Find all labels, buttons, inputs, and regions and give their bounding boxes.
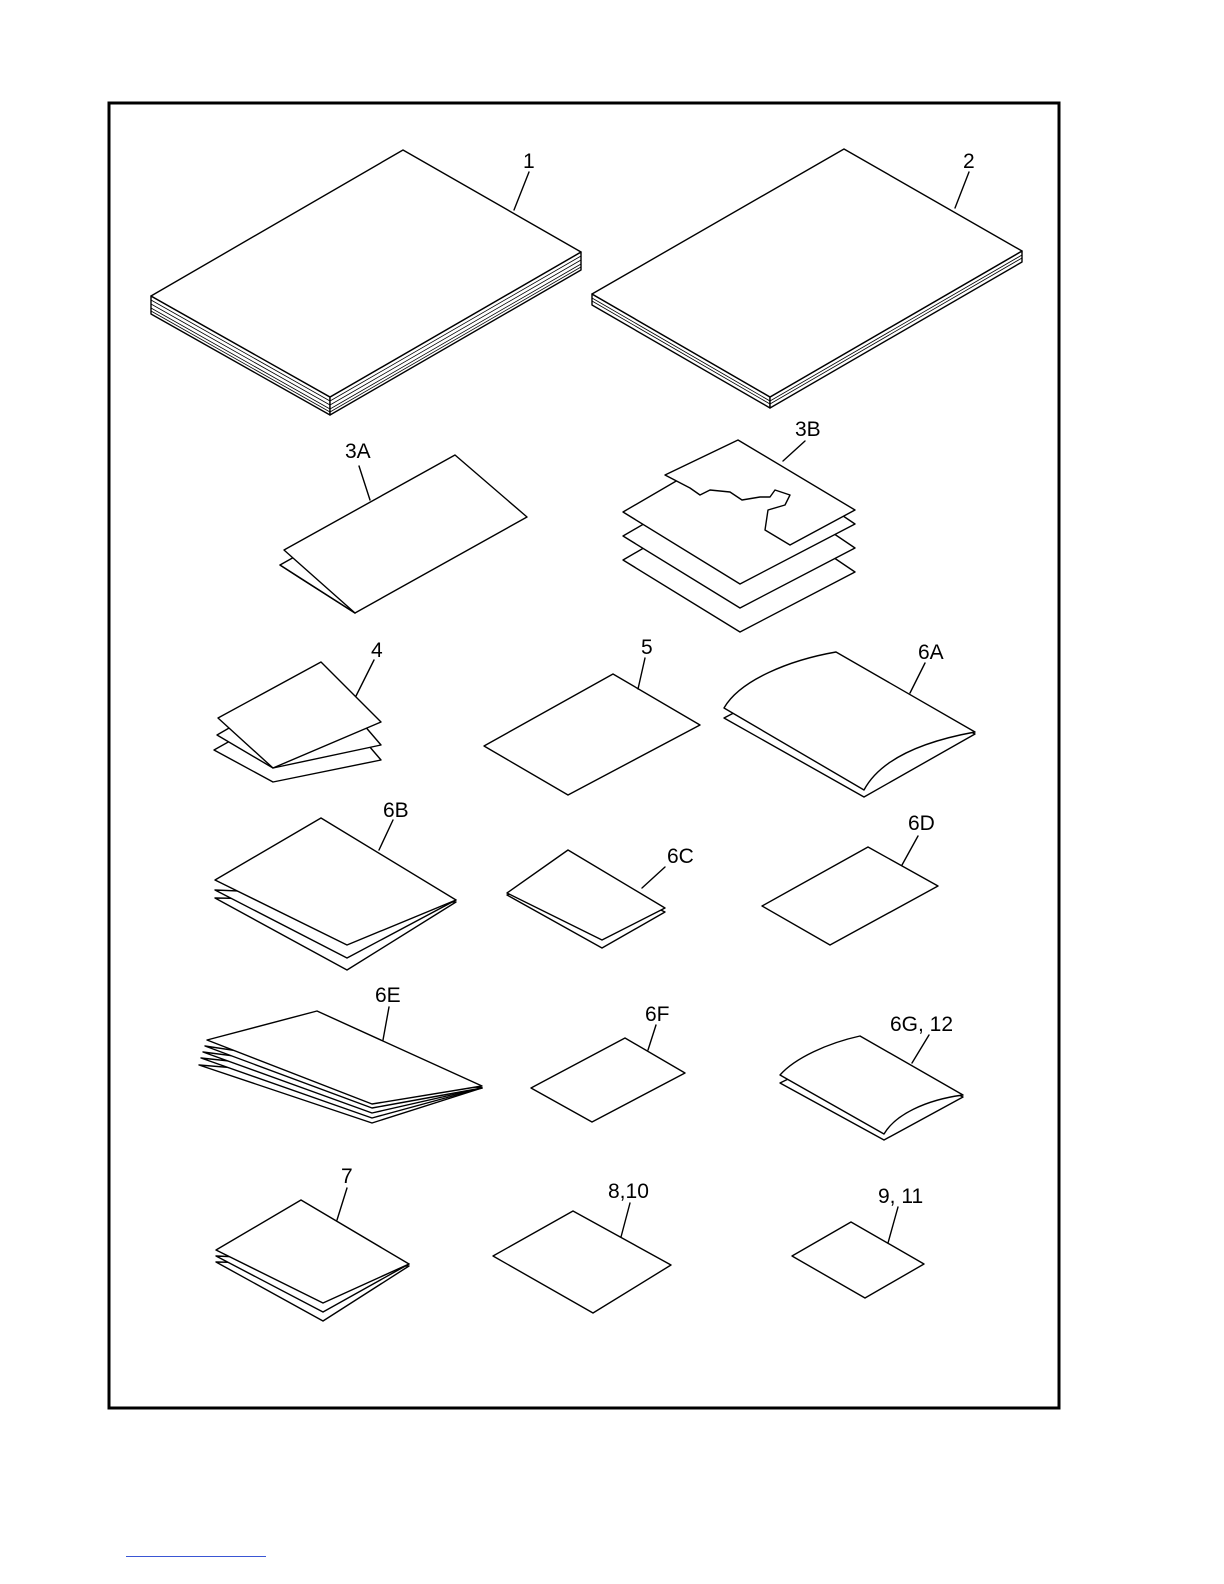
callout-9-11: 9, 11 [878,1185,923,1208]
item-9-11-card [792,1207,924,1298]
callout-6g-12: 6G, 12 [890,1013,953,1036]
item-2-manual [592,149,1022,408]
item-6e-leaflet [199,1007,482,1123]
callout-6e: 6E [375,984,401,1007]
item-7-leaflet [216,1188,409,1321]
callout-6c: 6C [667,845,694,868]
item-6b-leaflet [215,818,456,970]
item-6c-card [507,850,665,948]
callout-3b: 3B [795,418,821,441]
item-6g-12-booklet [780,1035,963,1140]
callout-3a: 3A [345,440,371,463]
item-6f-card [531,1025,685,1122]
footer-link-underline[interactable] [126,1556,266,1557]
item-1-manual [151,150,581,415]
callout-1: 1 [523,150,535,173]
item-4-leaflet [214,660,381,782]
callout-4: 4 [371,639,383,662]
callout-6f: 6F [645,1003,670,1026]
callout-6b: 6B [383,799,409,822]
callout-6a: 6A [918,641,944,664]
callout-8-10: 8,10 [608,1180,649,1203]
callout-5: 5 [641,636,653,659]
callout-2: 2 [963,150,975,173]
item-6a-booklet [724,652,975,797]
item-8-10-sheet [493,1203,671,1313]
item-3a-leaflet [280,455,527,613]
callout-6d: 6D [908,812,935,835]
item-3b-sheet-stack [623,440,855,632]
item-6d-card [762,836,938,945]
item-5-sheet [484,658,700,795]
callout-7: 7 [341,1165,353,1188]
